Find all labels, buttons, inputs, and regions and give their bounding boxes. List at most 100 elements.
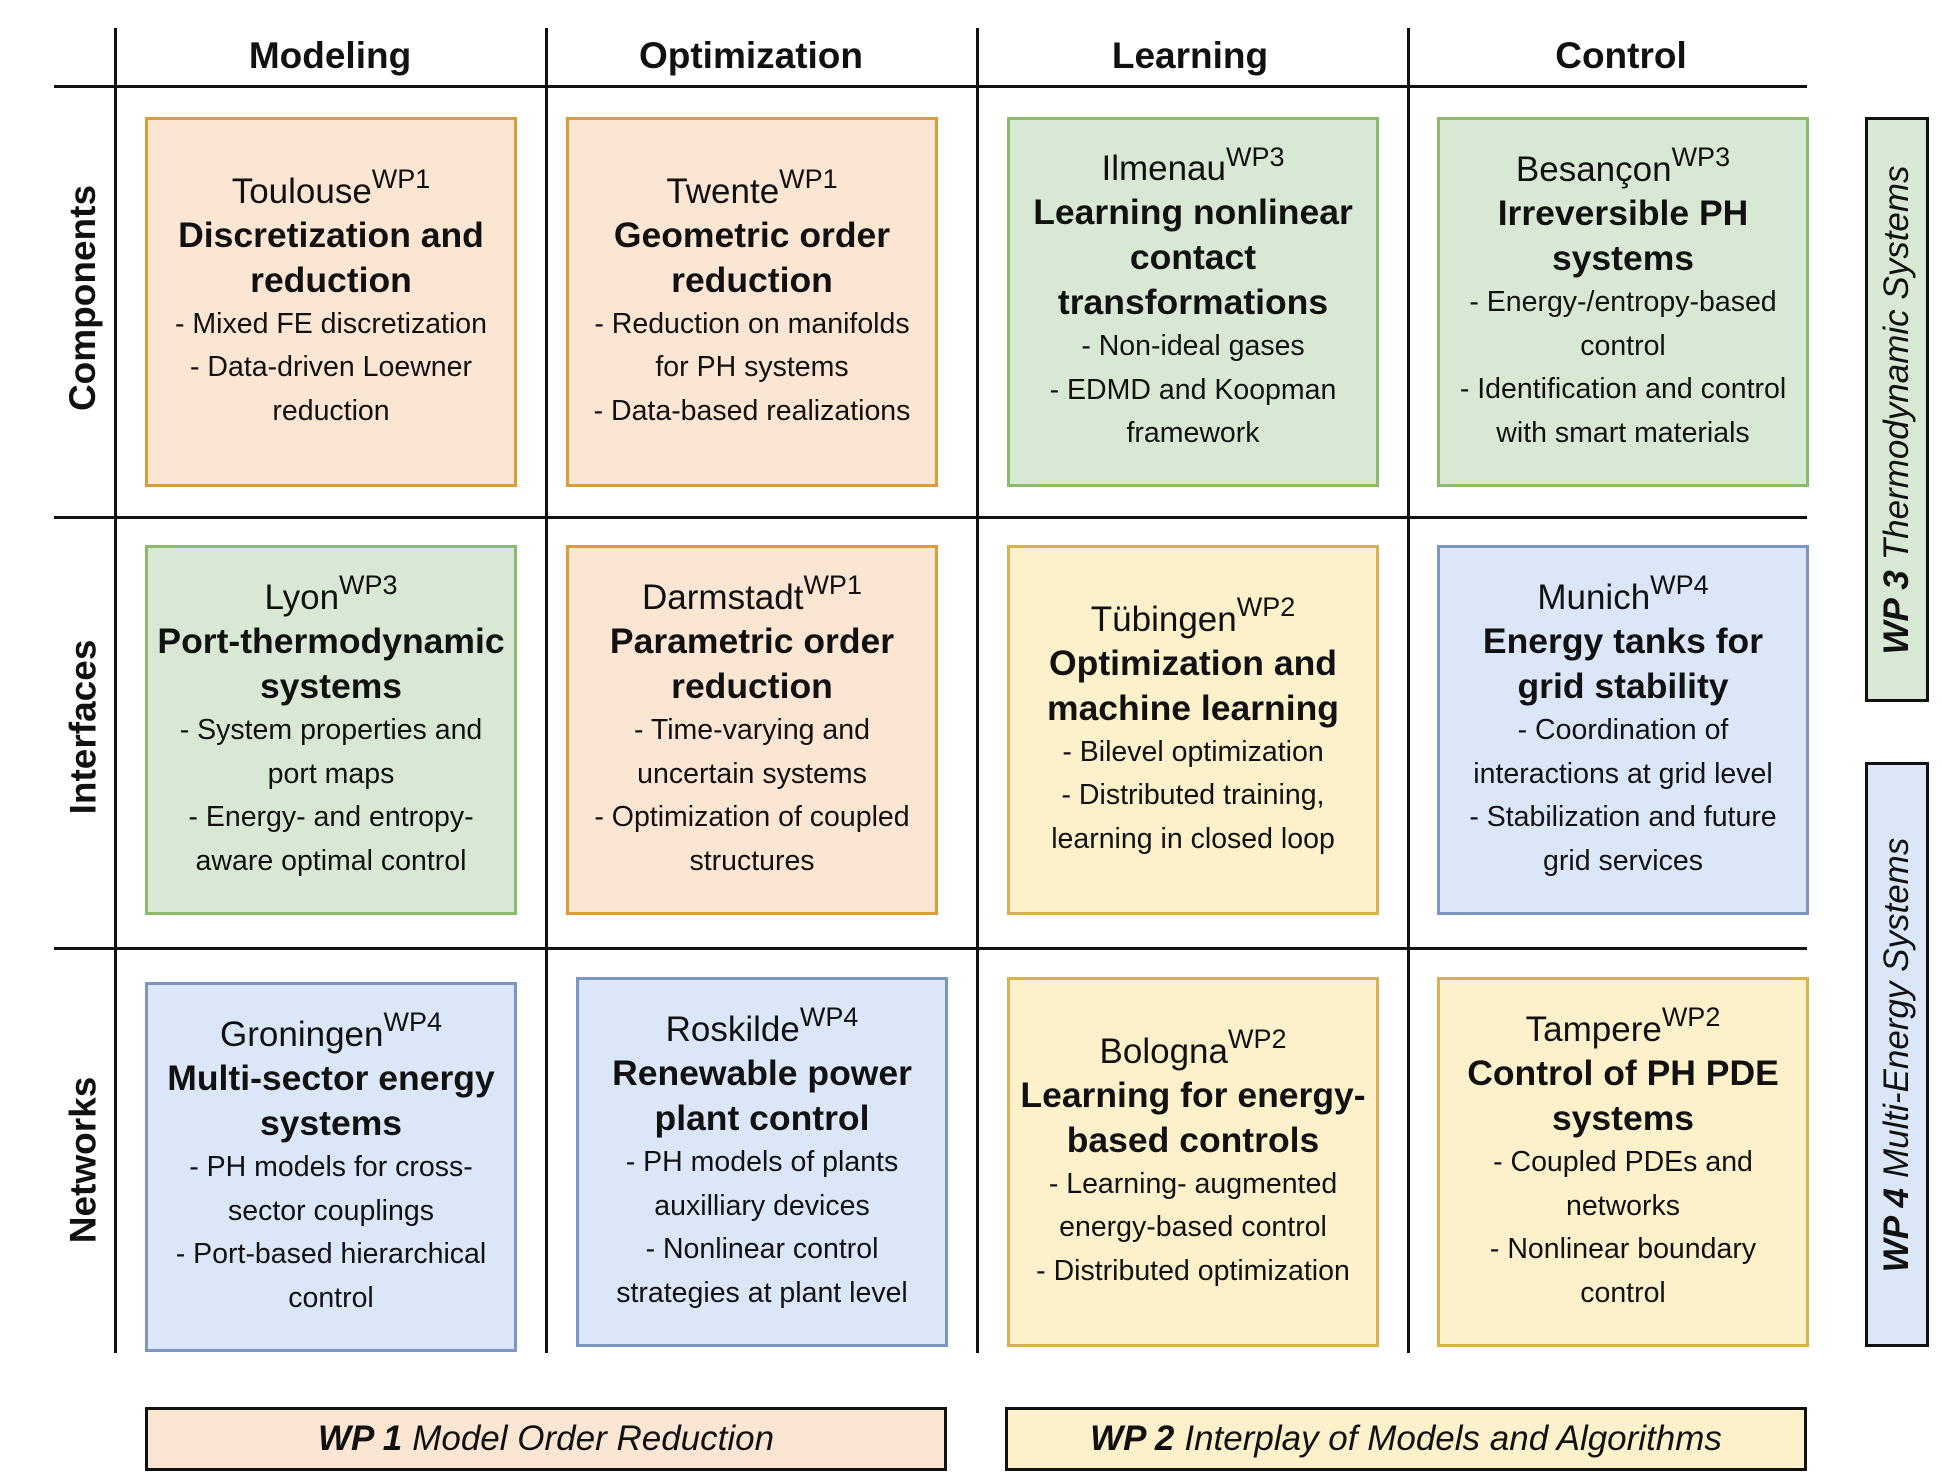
cell-bullet: - Optimization of coupled structures <box>594 801 910 877</box>
cell-bologna: BolognaWP2 Learning for energy-based con… <box>1007 977 1379 1347</box>
wp-tag: WP4 <box>383 1007 442 1038</box>
cell-bullet: - Nonlinear control strategies at plant … <box>616 1233 908 1309</box>
cell-tampere: TampereWP2 Control of PH PDE systems - C… <box>1437 977 1809 1347</box>
cell-toulouse: ToulouseWP1 Discretization and reduction… <box>145 117 517 487</box>
cell-bullet: - Nonlinear boundary control <box>1489 1233 1757 1309</box>
city-name: Roskilde <box>665 1010 800 1049</box>
cell-tubingen: TübingenWP2 Optimization and machine lea… <box>1007 545 1379 915</box>
cell-besancon: BesançonWP3 Irreversible PH systems - En… <box>1437 117 1809 487</box>
cell-bullet: - Learning- augmented energy-based contr… <box>1048 1167 1338 1244</box>
wp3-label: WP 3Thermodynamic Systems <box>1877 165 1917 654</box>
city-name: Darmstadt <box>642 578 804 617</box>
cell-city: MunichWP4 <box>1537 572 1708 619</box>
wp-tag: WP2 <box>1661 1002 1721 1033</box>
cell-groningen: GroningenWP4 Multi-sector energy systems… <box>145 982 517 1352</box>
cell-title: Discretization and reduction <box>178 214 484 300</box>
wp-tag: WP3 <box>1226 141 1285 172</box>
cell-title: Energy tanks for grid stability <box>1482 621 1764 706</box>
cell-title: Learning for energy-based controls <box>1020 1074 1366 1160</box>
cell-bullet: - Energy- and entropy-aware optimal cont… <box>188 801 474 877</box>
column-header-control: Control <box>1555 35 1687 76</box>
cell-bullet: - Data-based realizations <box>593 394 911 427</box>
cell-ilmenau: IlmenauWP3 Learning nonlinear contact tr… <box>1007 117 1379 487</box>
cell-lyon: LyonWP3 Port-thermodynamic systems - Sys… <box>145 545 517 915</box>
wp-tag: WP2 <box>1236 592 1296 623</box>
cell-title: Learning nonlinear contact transformatio… <box>1033 192 1353 323</box>
cell-title: Multi-sector energy systems <box>167 1058 495 1143</box>
cell-city: RoskildeWP4 <box>665 1004 859 1051</box>
cell-title: Optimization and machine learning <box>1047 642 1339 728</box>
cell-city: TübingenWP2 <box>1090 594 1295 641</box>
wp-tag: WP3 <box>339 570 398 601</box>
cell-city: GroningenWP4 <box>220 1009 442 1056</box>
cell-bullet: - PH models for cross-sector couplings <box>189 1151 473 1227</box>
cell-bullet: - Distributed training, learning in clos… <box>1051 779 1335 855</box>
column-header-modeling: Modeling <box>248 35 412 76</box>
wp-tag: WP2 <box>1227 1024 1287 1055</box>
row-header-components: Components <box>18 185 148 411</box>
city-name: Bologna <box>1099 1031 1228 1071</box>
cell-title: Irreversible PH systems <box>1497 193 1749 278</box>
cell-bullet: - Non-ideal gases <box>1081 330 1305 363</box>
wp2-name: Interplay of Models and Algorithms <box>1184 1419 1722 1458</box>
row-header-interfaces-label: Interfaces <box>62 639 103 815</box>
cell-city: DarmstadtWP1 <box>642 572 862 619</box>
cell-roskilde: RoskildeWP4 Renewable power plant contro… <box>576 977 948 1347</box>
city-name: Toulouse <box>231 171 372 211</box>
column-header-learning: Learning <box>1111 35 1269 76</box>
grid-line-h0 <box>54 85 1807 88</box>
cell-bullet: - Reduction on manifolds for PH systems <box>594 307 910 384</box>
cell-city: BesançonWP3 <box>1516 144 1730 191</box>
wp-tag: WP4 <box>799 1002 859 1033</box>
city-name: Groningen <box>220 1015 384 1054</box>
cell-bullet: - Time-varying and uncertain systems <box>633 714 870 790</box>
wp4-banner: WP 4 Multi-Energy Systems <box>1865 762 1929 1347</box>
cell-twente: TwenteWP1 Geometric order reduction - Re… <box>566 117 938 487</box>
row-header-networks: Networks <box>18 1077 148 1244</box>
cell-bullet: - PH models of plants auxilliary devices <box>625 1146 899 1222</box>
wp4-number: WP 4 <box>1877 1187 1916 1272</box>
cell-title: Renewable power plant control <box>612 1053 912 1138</box>
cell-city: LyonWP3 <box>264 572 397 619</box>
city-name: Munich <box>1537 578 1651 617</box>
wp1-name: Model Order Reduction <box>412 1419 775 1458</box>
cell-title: Geometric order reduction <box>613 214 891 300</box>
wp1-number: WP 1 <box>317 1419 403 1458</box>
city-name: Tampere <box>1525 1010 1662 1049</box>
cell-bullet: - Mixed FE discretization <box>174 307 487 340</box>
city-name: Tübingen <box>1090 599 1237 639</box>
wp-tag: WP3 <box>1671 142 1731 173</box>
cell-bullet: - System properties and port maps <box>179 714 483 790</box>
cell-title: Parametric order reduction <box>609 621 895 706</box>
cell-city: TwenteWP1 <box>666 166 837 213</box>
cell-bullet: - Bilevel optimization <box>1062 735 1324 768</box>
wp-tag: WP1 <box>779 164 838 195</box>
grid-line-v3 <box>1407 28 1410 1353</box>
city-name: Ilmenau <box>1101 149 1226 189</box>
grid-line-h1 <box>54 516 1807 519</box>
cell-darmstadt: DarmstadtWP1 Parametric order reduction … <box>566 545 938 915</box>
cell-munich: MunichWP4 Energy tanks for grid stabilit… <box>1437 545 1809 915</box>
cell-city: ToulouseWP1 <box>231 166 431 213</box>
grid-line-v1 <box>545 28 548 1353</box>
cell-bullet: - Port-based hierarchical control <box>175 1238 487 1314</box>
row-header-networks-label: Networks <box>62 1076 103 1244</box>
grid-line-v2 <box>976 28 979 1353</box>
cell-title: Control of PH PDE systems <box>1467 1053 1779 1138</box>
grid-line-v0 <box>114 28 117 1353</box>
wp4-name: Multi-Energy Systems <box>1877 837 1916 1178</box>
wp3-banner: WP 3Thermodynamic Systems <box>1865 117 1929 702</box>
cell-city: BolognaWP2 <box>1099 1026 1287 1073</box>
row-header-components-label: Components <box>62 184 104 412</box>
wp4-label: WP 4 Multi-Energy Systems <box>1877 837 1917 1272</box>
cell-bullet: - Stabilization and future grid services <box>1469 801 1777 877</box>
cell-city: TampereWP2 <box>1525 1004 1721 1051</box>
cell-city: IlmenauWP3 <box>1101 143 1284 190</box>
wp-tag: WP1 <box>371 164 431 195</box>
city-name: Lyon <box>264 578 340 617</box>
cell-bullet: - Data-driven Loewner reduction <box>190 351 472 427</box>
cell-bullet: - Coupled PDEs and networks <box>1493 1146 1753 1222</box>
cell-bullet: - Distributed optimization <box>1036 1254 1350 1287</box>
column-header-optimization: Optimization <box>638 35 864 76</box>
